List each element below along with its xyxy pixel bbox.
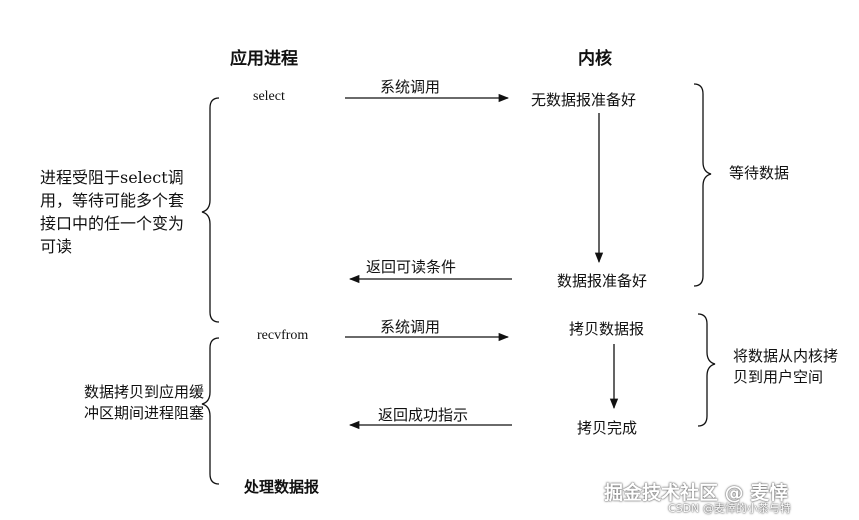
- syscall-label-1: 系统调用: [380, 78, 441, 96]
- blocked-in-select-note: 进程受阻于select调用，等待可能多个套接口中的任一个变为可读: [40, 168, 185, 256]
- copy-to-user-space-note: 将数据从内核拷贝到用户空间: [733, 347, 839, 386]
- copy-to-user-brace: [697, 313, 716, 427]
- watermark-main: 掘金技术社区 @ 麦悻: [604, 482, 789, 504]
- process-datagram-label: 处理数据报: [244, 478, 320, 496]
- copy-datagram-label: 拷贝数据报: [569, 320, 645, 338]
- syscall-label-2: 系统调用: [380, 318, 441, 336]
- kernel-header: 内核: [578, 49, 612, 69]
- blocked-select-brace: [201, 97, 220, 323]
- app-process-header: 应用进程: [230, 49, 298, 69]
- return-readable-label: 返回可读条件: [366, 258, 457, 276]
- wait-data-brace: [693, 83, 712, 287]
- no-datagram-ready-label: 无数据报准备好: [531, 91, 637, 109]
- blocked-copy-brace: [201, 337, 220, 485]
- blocked-during-copy-note: 数据拷贝到应用缓冲区期间进程阻塞: [84, 383, 205, 422]
- datagram-ready-label: 数据报准备好: [557, 272, 648, 290]
- select-call-label: select: [253, 89, 285, 104]
- watermark-sub: CSDN @麦悻的小茶与特: [668, 502, 791, 515]
- copy-complete-label: 拷贝完成: [577, 419, 638, 437]
- wait-for-data-note: 等待数据: [729, 164, 790, 182]
- return-success-label: 返回成功指示: [378, 406, 469, 424]
- recvfrom-call-label: recvfrom: [257, 328, 309, 343]
